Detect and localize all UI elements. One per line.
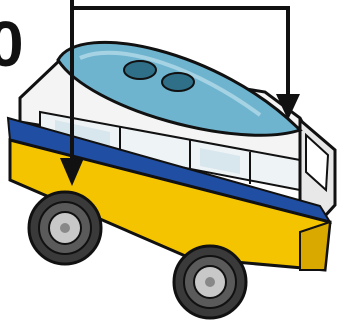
wheel-icon-left bbox=[29, 192, 101, 264]
wheel-icon-right bbox=[174, 246, 246, 318]
